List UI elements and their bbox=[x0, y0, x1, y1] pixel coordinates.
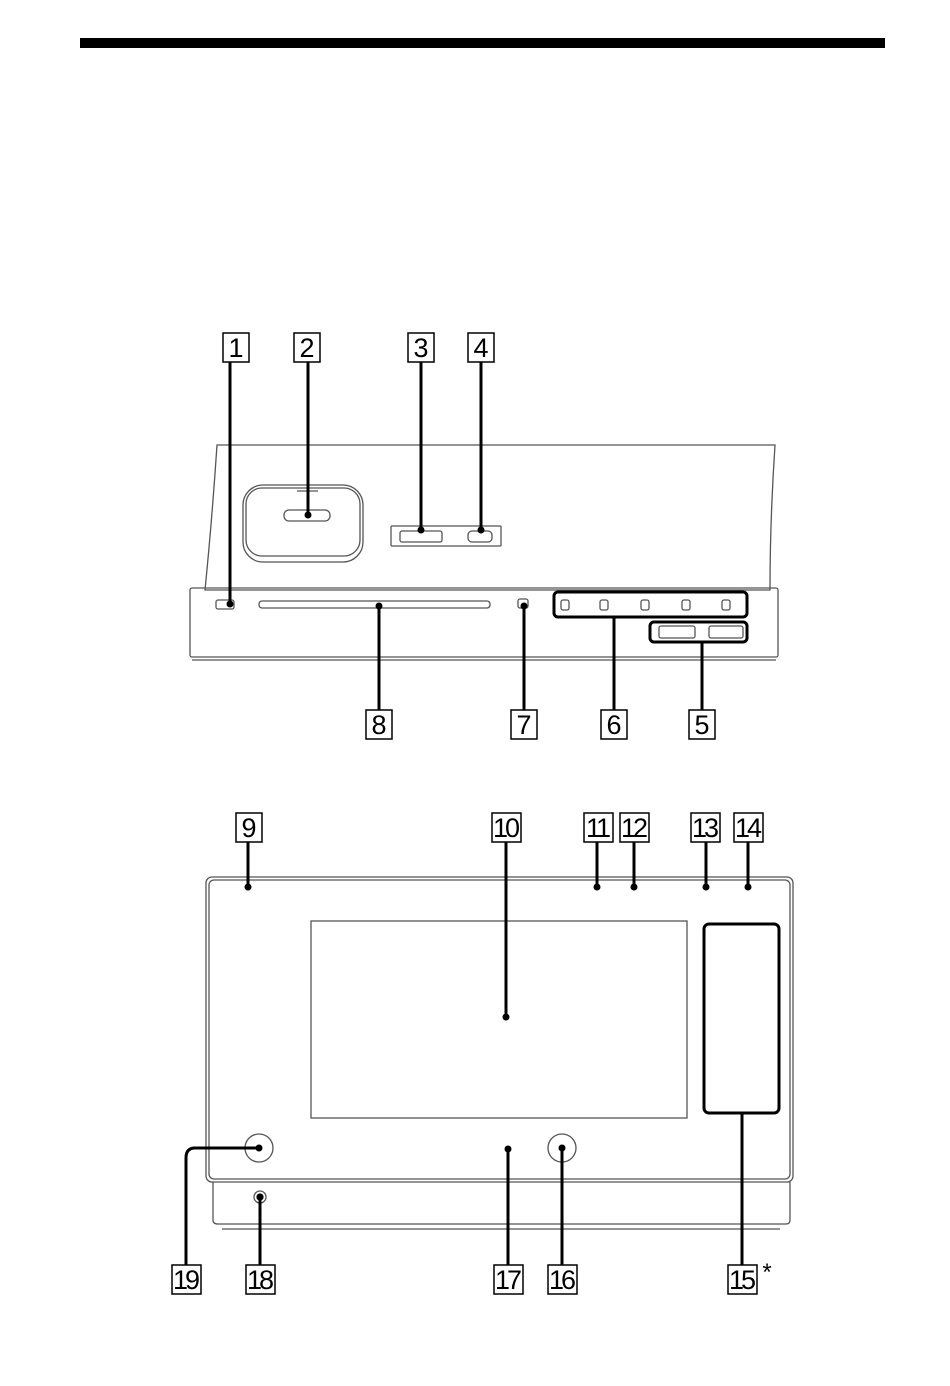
callout-5: 5 bbox=[688, 709, 716, 740]
svg-text:8: 8 bbox=[371, 710, 386, 740]
svg-text:6: 6 bbox=[606, 710, 621, 740]
front-view-callouts: 9 10 11 12 13 14 19 18 17 16 15 * bbox=[171, 812, 772, 1295]
svg-text:7: 7 bbox=[516, 710, 531, 740]
callout-13: 13 bbox=[690, 812, 721, 843]
svg-text:14: 14 bbox=[735, 813, 762, 843]
callout-1: 1 bbox=[222, 332, 250, 363]
svg-text:1: 1 bbox=[228, 333, 243, 363]
callout-17: 17 bbox=[493, 1264, 524, 1295]
top-view-leaders bbox=[226, 362, 704, 710]
header-rule bbox=[80, 38, 885, 48]
callout-2: 2 bbox=[293, 332, 321, 363]
svg-text:13: 13 bbox=[692, 813, 718, 843]
top-view-callouts: 1 2 3 4 8 7 6 5 bbox=[222, 332, 716, 740]
dock bbox=[242, 484, 364, 563]
svg-text:4: 4 bbox=[473, 333, 488, 363]
svg-text:9: 9 bbox=[241, 813, 256, 843]
svg-text:11: 11 bbox=[586, 813, 610, 843]
panel-15 bbox=[702, 922, 781, 1115]
svg-text:16: 16 bbox=[549, 1265, 575, 1295]
svg-text:10: 10 bbox=[493, 813, 519, 843]
callout-4: 4 bbox=[467, 332, 495, 363]
svg-text:5: 5 bbox=[694, 710, 709, 740]
front-view-device bbox=[205, 876, 794, 1230]
callout-15: 15 bbox=[727, 1264, 758, 1295]
callout-19: 19 bbox=[171, 1264, 202, 1295]
callout-16: 16 bbox=[547, 1264, 578, 1295]
callout-18: 18 bbox=[245, 1264, 276, 1295]
display-window bbox=[310, 920, 688, 1119]
disc-slot bbox=[258, 600, 491, 609]
button-group-6 bbox=[552, 590, 749, 619]
callout-14: 14 bbox=[733, 812, 765, 843]
front-view-leaders bbox=[184, 842, 752, 1265]
callout-6: 6 bbox=[600, 709, 628, 740]
button-group-5 bbox=[648, 620, 749, 644]
callout-9: 9 bbox=[235, 812, 263, 843]
svg-text:3: 3 bbox=[413, 333, 428, 363]
top-view-device bbox=[189, 444, 779, 661]
svg-text:17: 17 bbox=[495, 1265, 521, 1295]
svg-text:19: 19 bbox=[173, 1265, 199, 1295]
callout-12: 12 bbox=[619, 812, 650, 843]
callout-7: 7 bbox=[510, 709, 538, 740]
callout-10: 10 bbox=[491, 812, 522, 843]
svg-text:12: 12 bbox=[621, 813, 647, 843]
callout-8: 8 bbox=[365, 709, 393, 740]
svg-text:2: 2 bbox=[299, 333, 314, 363]
footnote-asterisk: * bbox=[762, 1259, 771, 1286]
callout-3: 3 bbox=[407, 332, 435, 363]
port-panel bbox=[390, 525, 502, 547]
callout-11: 11 bbox=[583, 812, 614, 843]
power-button bbox=[215, 599, 235, 610]
svg-text:18: 18 bbox=[247, 1265, 273, 1295]
svg-text:15: 15 bbox=[729, 1265, 755, 1295]
